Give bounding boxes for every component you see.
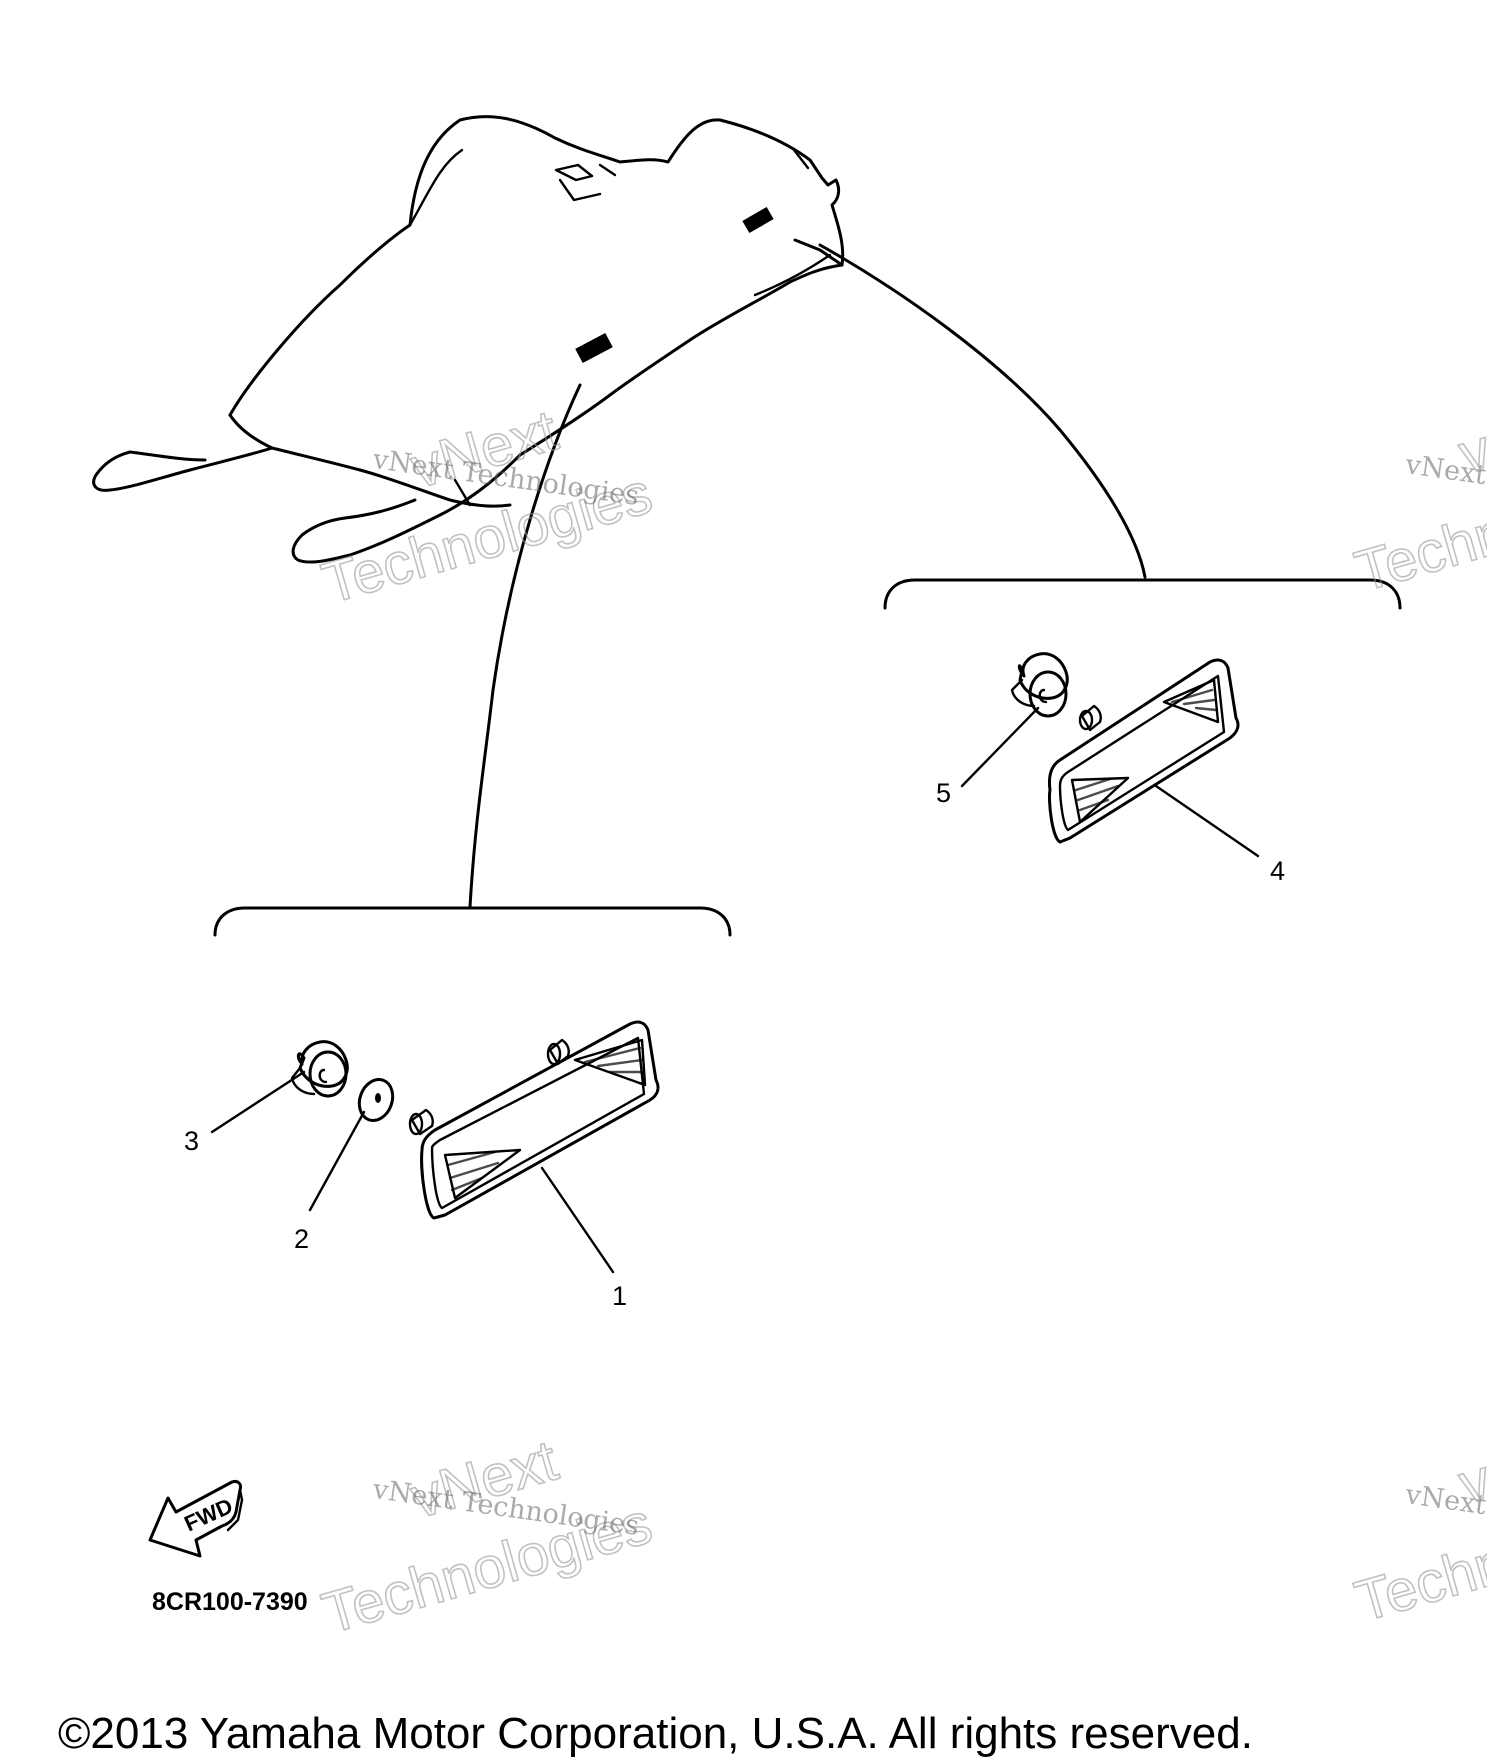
nut-5 xyxy=(1010,652,1069,718)
callout-number-5: 5 xyxy=(936,778,951,808)
part-code: 8CR100-7390 xyxy=(152,1588,308,1616)
callout-number-1: 1 xyxy=(612,1281,627,1311)
washer-2 xyxy=(357,1078,395,1122)
callout-number-4: 4 xyxy=(1270,856,1285,886)
watermark-lower-left: vNext Technologies vNext Technologies xyxy=(315,1427,660,1647)
nut-3 xyxy=(290,1040,349,1098)
callout-number-3: 3 xyxy=(184,1126,199,1156)
callout-number-2: 2 xyxy=(294,1224,309,1254)
reflector-1 xyxy=(408,1020,660,1220)
bracket-right xyxy=(883,578,1402,610)
fwd-arrow-icon: FWD xyxy=(148,1480,244,1558)
bracket-left xyxy=(213,906,732,937)
leader-line-left xyxy=(468,383,582,909)
snowmobile-outline xyxy=(92,115,845,564)
reflector-4 xyxy=(1048,658,1240,844)
watermark-upper-left: vNext Technologies vNext Technologies xyxy=(315,397,660,617)
leader-line-right xyxy=(818,243,1147,579)
watermark-upper-right: vNext Technologies Technologies vNext xyxy=(1347,383,1487,605)
callout-leaders xyxy=(210,706,1260,1274)
watermark-lower-right: vNext Technologies Technologies vNext xyxy=(1347,1413,1487,1635)
copyright-notice: ©2013 Yamaha Motor Corporation, U.S.A. A… xyxy=(58,1709,1253,1758)
